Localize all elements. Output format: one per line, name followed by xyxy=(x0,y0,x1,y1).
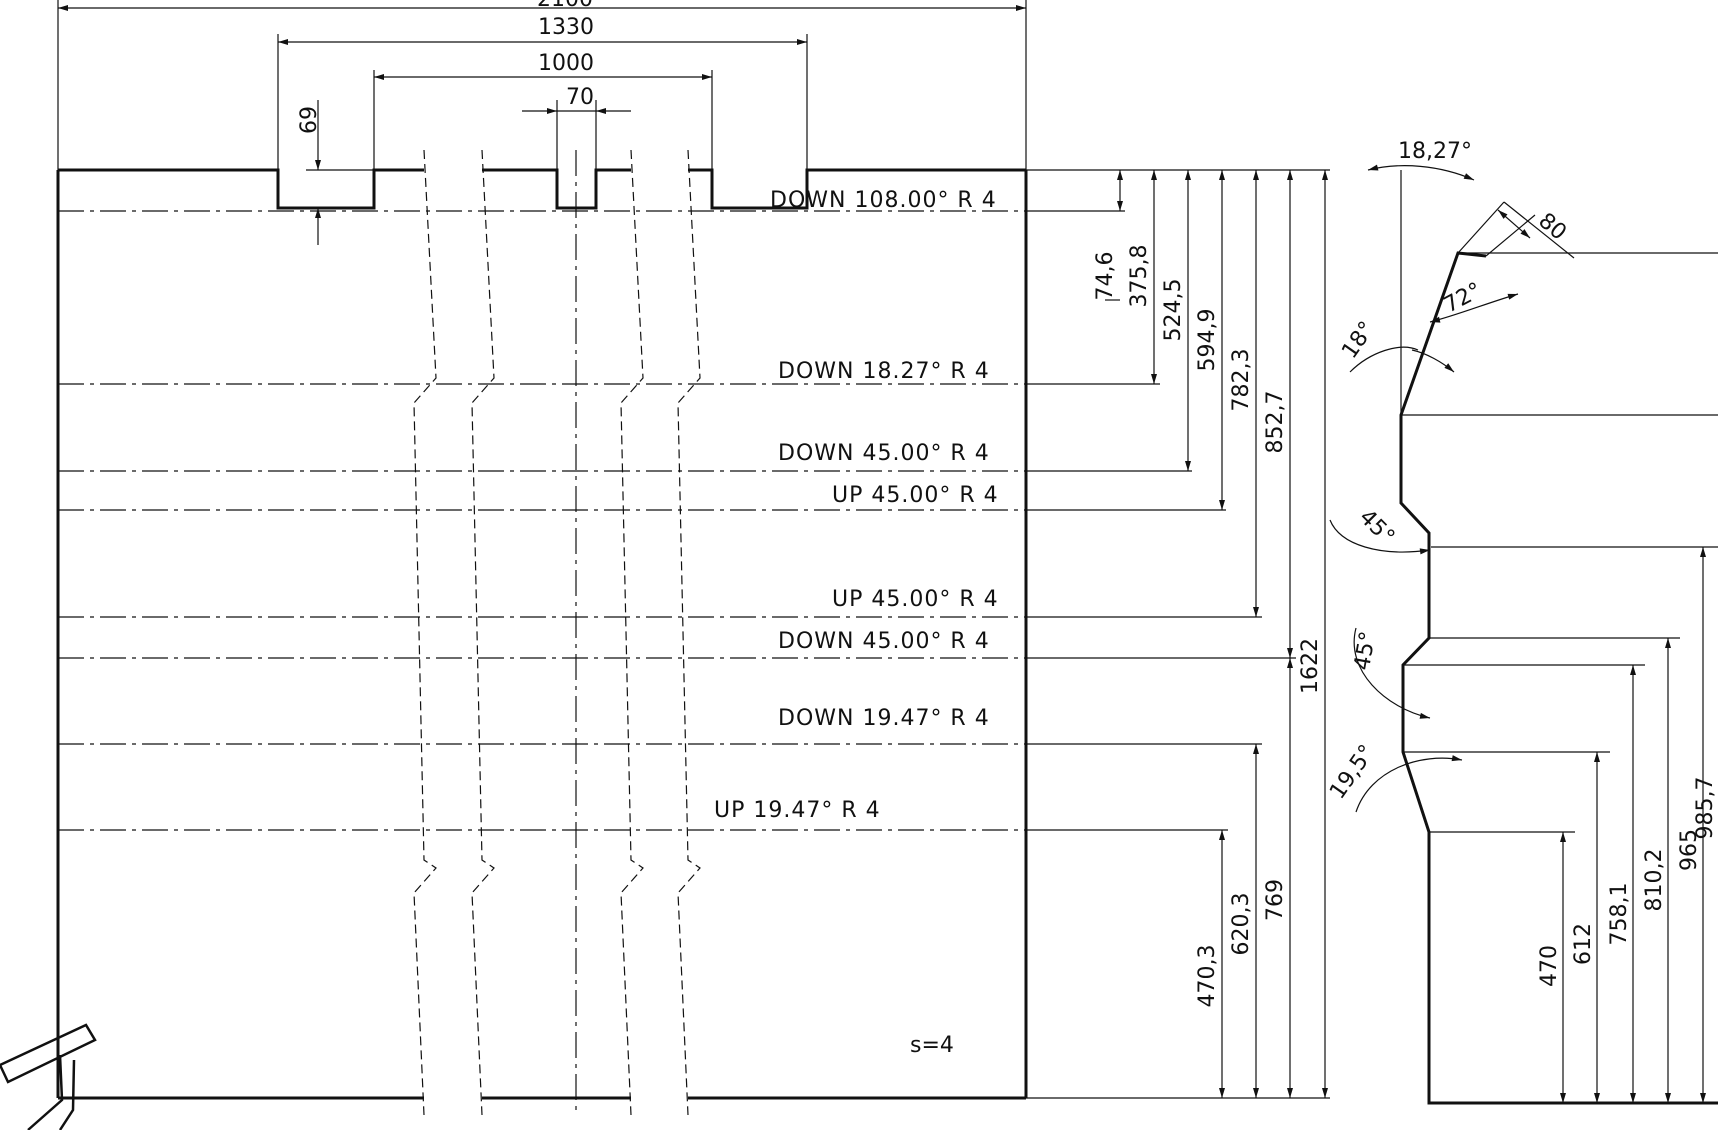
angle-label: 45° xyxy=(1354,505,1399,550)
profile-dimension: 612 xyxy=(1571,923,1596,965)
dimension-notch-outer: 1330 xyxy=(538,15,594,40)
angle-label: 19,5° xyxy=(1325,741,1380,804)
bend-notes: DOWN 108.00° R 4 DOWN 18.27° R 4 DOWN 45… xyxy=(714,188,999,823)
dimension-label: 769 xyxy=(1263,879,1288,921)
profile-dimension: 758,1 xyxy=(1607,883,1632,946)
right-dimensions-bottom: 470,3 620,3 769 xyxy=(1026,658,1293,1098)
dimension-label: 375,8 xyxy=(1127,245,1152,308)
bend-note: DOWN 108.00° R 4 xyxy=(770,188,997,213)
dimension-label: 782,3 xyxy=(1229,349,1254,412)
dimension-label: 594,9 xyxy=(1195,309,1220,372)
thickness-note: s=4 xyxy=(910,1033,954,1058)
angle-label: 45° xyxy=(1350,629,1381,672)
dimension-slot-width: 70 xyxy=(566,85,594,110)
right-dimensions-top: 74,6 375,8 524,5 594,9 782,3 852,7 1622 xyxy=(1026,169,1330,1099)
bend-note: DOWN 45.00° R 4 xyxy=(778,629,990,654)
side-profile: 470 612 758,1 810,2 965 985,7 18,27° 80 … xyxy=(1325,139,1718,1105)
profile-dimension: 810,2 xyxy=(1642,849,1667,912)
dimension-label: 524,5 xyxy=(1161,279,1186,342)
bend-note: UP 45.00° R 4 xyxy=(832,483,999,508)
dimension-overall: 2100 xyxy=(537,0,593,12)
dimension-label: 470,3 xyxy=(1195,945,1220,1008)
bend-note: DOWN 18.27° R 4 xyxy=(778,359,990,384)
profile-dimension: 470 xyxy=(1537,945,1562,987)
profile-dimension: 985,7 xyxy=(1693,777,1718,840)
break-lines xyxy=(413,149,701,1116)
flat-pattern-outline xyxy=(56,168,1028,1100)
bend-note: UP 19.47° R 4 xyxy=(714,798,881,823)
angle-label: 18° xyxy=(1337,317,1380,363)
bend-lines xyxy=(58,210,1026,831)
coordinate-system-icon xyxy=(0,1023,97,1130)
angle-label: 80 xyxy=(1533,208,1571,245)
angle-label: 18,27° xyxy=(1398,139,1472,164)
dimension-notch-depth: 69 xyxy=(297,106,322,134)
top-dimensions: 2100 1330 1000 70 69 xyxy=(57,0,1027,245)
dimension-label: 1622 xyxy=(1298,638,1323,694)
bend-note: UP 45.00° R 4 xyxy=(832,587,999,612)
bend-note: DOWN 19.47° R 4 xyxy=(778,706,990,731)
bend-note: DOWN 45.00° R 4 xyxy=(778,441,990,466)
dimension-label: 852,7 xyxy=(1263,391,1288,454)
dimension-label: 620,3 xyxy=(1229,893,1254,956)
profile-dimension: 965 xyxy=(1677,829,1702,871)
dimension-label: 74,6 xyxy=(1093,252,1118,301)
dimension-notch-inner: 1000 xyxy=(538,51,594,76)
